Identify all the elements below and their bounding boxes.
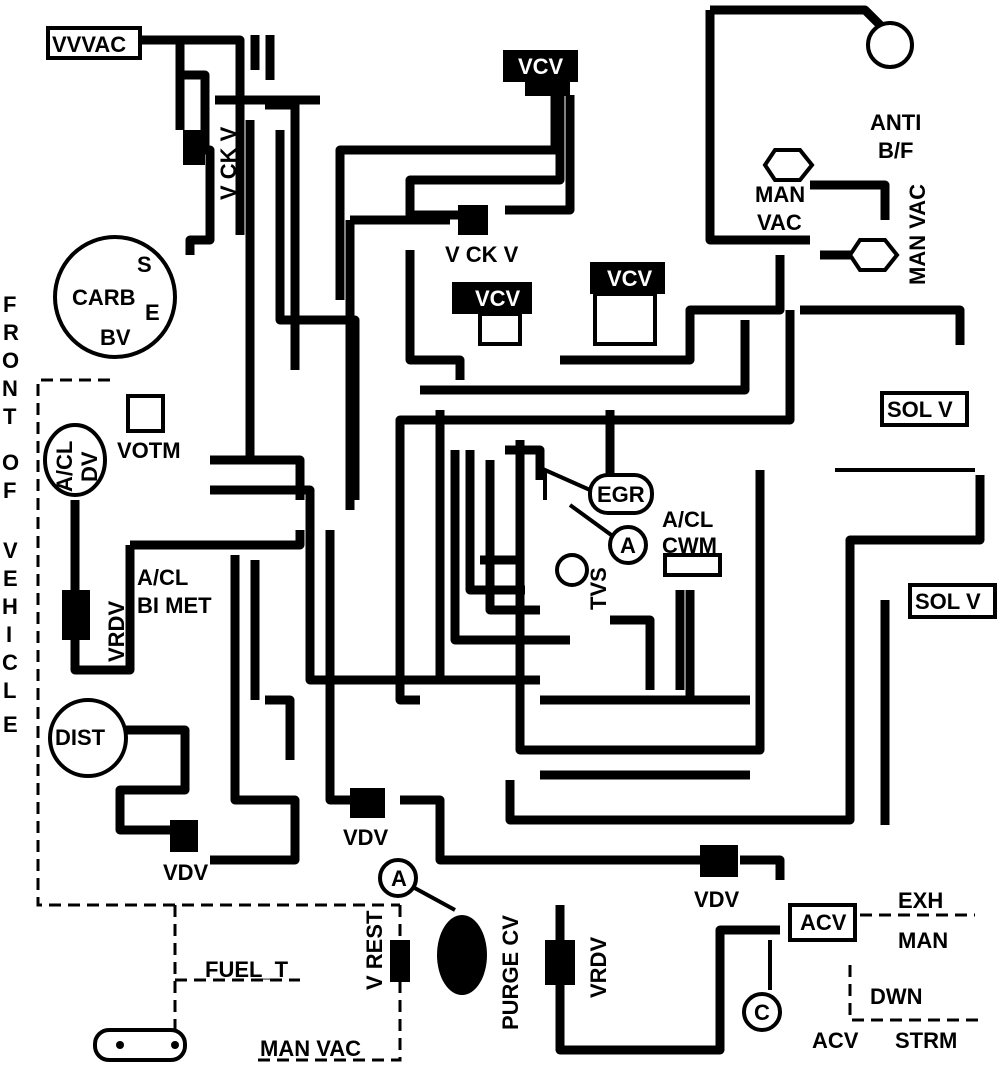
dashed-lines (36, 378, 980, 1062)
svg-text:F: F (3, 478, 16, 503)
label-tvs: TVS (586, 567, 611, 610)
label-acv-bottom: ACV (812, 1028, 859, 1053)
man-vac-fitting-2 (847, 238, 900, 272)
label-a-mid: A (620, 533, 636, 558)
label-vac: VAC (757, 210, 802, 235)
sol-v-bottom (908, 583, 997, 619)
svg-text:I: I (6, 622, 12, 647)
connector-c (742, 992, 782, 1032)
label-e: E (145, 300, 160, 325)
vdv-right-valve (700, 845, 738, 877)
label-acl-bimet-a: A/CL (137, 565, 188, 590)
acv-valve (788, 903, 857, 942)
label-votm: VOTM (117, 438, 181, 463)
svg-text:O: O (2, 450, 19, 475)
fuel-tank-bracket (93, 1028, 187, 1062)
label-anti: ANTI (870, 110, 921, 135)
label-dv: DV (77, 451, 102, 482)
label-a-bottom: A (391, 866, 407, 891)
tvs-component (555, 553, 589, 587)
label-vdv-right: VDV (694, 887, 740, 912)
label-vcv-right: VCV (607, 266, 653, 291)
vacuum-hoses (70, 5, 985, 1055)
svg-text:H: H (2, 594, 18, 619)
carb-component (53, 235, 177, 359)
label-vdv-left: VDV (163, 860, 209, 885)
label-vrdv-left: VRDV (104, 601, 129, 662)
label-acv-top: ACV (800, 910, 847, 935)
label-acl-cwm-b: CWM (662, 533, 717, 558)
sol-v-top (880, 391, 969, 427)
components (43, 21, 997, 1062)
label-vvvac: VVVAC (52, 32, 126, 57)
label-fuel-t: FUEL_T (205, 957, 289, 982)
label-s: S (137, 252, 152, 277)
vcv-right-valve (590, 262, 665, 294)
vrdv-bottom-valve (545, 940, 575, 985)
label-egr: EGR (597, 482, 645, 507)
dist-component (48, 698, 128, 778)
vvvac-valve (46, 26, 142, 60)
label-carb: CARB (72, 285, 136, 310)
label-v-rest: V REST (362, 910, 387, 990)
label-c: C (754, 1000, 770, 1025)
label-v-ck-v-vertical: V CK V (216, 126, 241, 200)
label-sol-v-bottom: SOL V (915, 589, 981, 614)
anti-bf-valve (866, 21, 914, 69)
label-exh: EXH (898, 888, 943, 913)
man-vac-fitting (762, 148, 815, 182)
svg-text:O: O (2, 348, 19, 373)
label-vdv-center: VDV (343, 825, 389, 850)
label-bv: BV (100, 325, 131, 350)
vcv-top-valve (503, 50, 578, 82)
label-bf: B/F (878, 138, 913, 163)
vrdv-left-valve (62, 590, 90, 640)
label-acl-cwm-a: A/CL (662, 507, 713, 532)
label-man-vac-vertical: MAN VAC (905, 184, 930, 285)
label-dwn: DWN (870, 984, 923, 1009)
label-man: MAN (898, 928, 948, 953)
label-v-ck-v: V CK V (445, 242, 519, 267)
svg-text:T: T (3, 404, 17, 429)
acl-cwm-component (663, 553, 722, 577)
label-purge-cv: PURGE CV (498, 915, 523, 1030)
vckv-vertical-valve (183, 130, 205, 165)
egr-component (588, 473, 654, 515)
connector-a-mid (608, 525, 648, 565)
svg-text:F: F (3, 292, 16, 317)
vcv-mid-valve (452, 282, 532, 314)
svg-text:L: L (3, 678, 16, 703)
v-rest-valve (390, 940, 410, 982)
purge-cv-component (437, 915, 487, 995)
label-acl-bimet-b: BI MET (137, 593, 212, 618)
label-vrdv-bottom: VRDV (586, 937, 611, 998)
labels: VVVAC V CK V VCV V CK V VCV VCV ANTI B/F… (2, 32, 981, 1061)
svg-text:C: C (2, 650, 18, 675)
label-strm: STRM (895, 1028, 957, 1053)
svg-text:V: V (3, 538, 18, 563)
svg-text:E: E (3, 566, 18, 591)
label-vcv-top: VCV (518, 54, 564, 79)
label-vcv-mid: VCV (475, 286, 521, 311)
vdv-center-valve (350, 788, 385, 818)
label-dist: DIST (55, 725, 106, 750)
svg-text:E: E (3, 712, 18, 737)
label-sol-v-top: SOL V (887, 397, 953, 422)
label-acl: A/CL (52, 441, 77, 492)
svg-text:R: R (3, 320, 19, 345)
svg-text:N: N (2, 376, 18, 401)
connector-a-bottom (378, 858, 418, 898)
acl-dv-component (43, 423, 107, 497)
vdv-left-valve (170, 820, 198, 852)
votm-valve (126, 394, 165, 433)
label-man-vac-bottom: MAN VAC (260, 1036, 361, 1061)
label-front-of-vehicle: F R O N T O F V E H I C L E (2, 292, 19, 737)
vckv-valve (458, 205, 488, 235)
label-man: MAN (755, 182, 805, 207)
